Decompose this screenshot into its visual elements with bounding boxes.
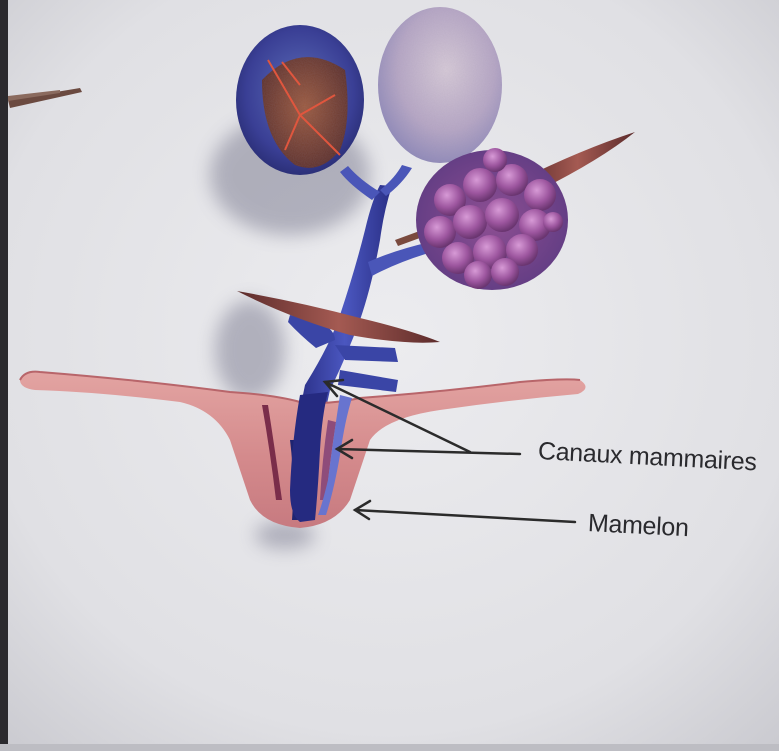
lobule-lavender [378, 7, 502, 163]
lobule-dark [236, 25, 364, 175]
label-mamelon: Mamelon [587, 509, 689, 543]
